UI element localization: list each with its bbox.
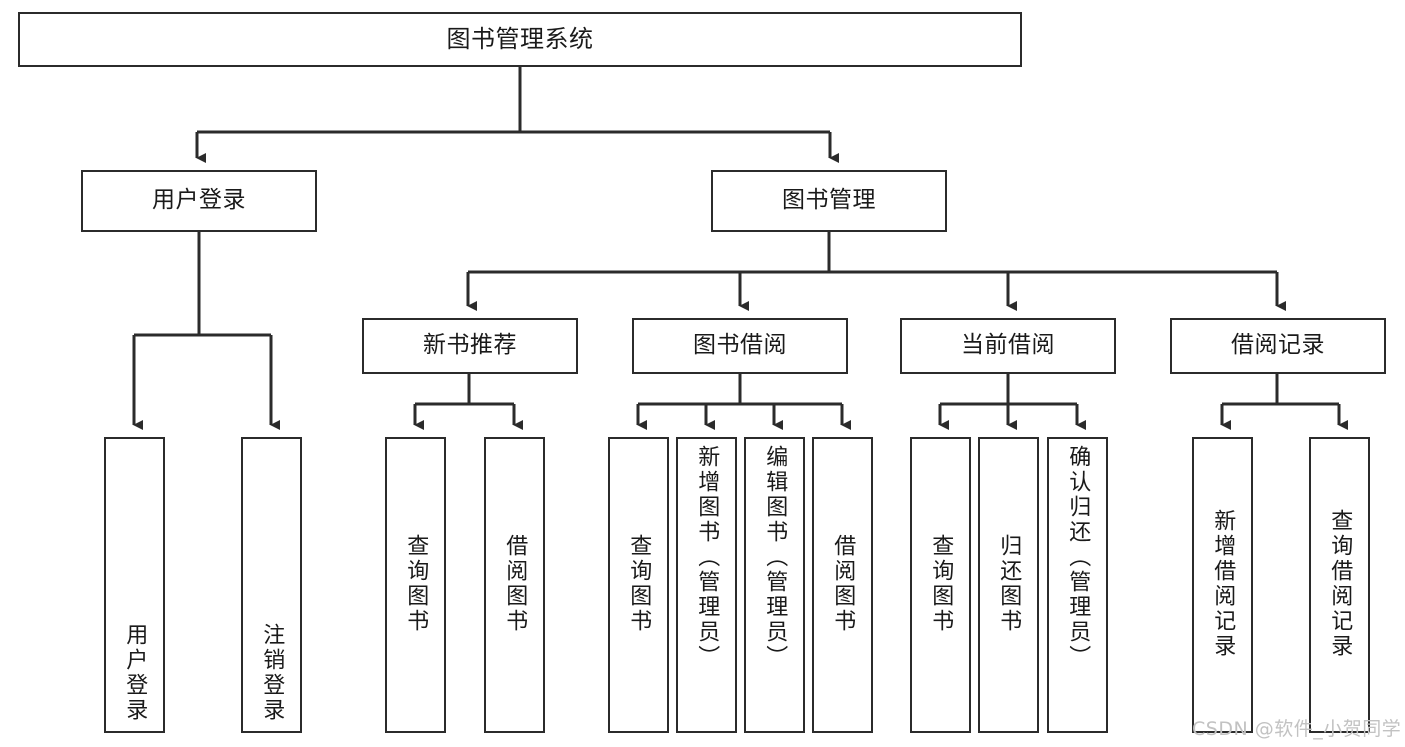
node-new-book-recommend[interactable]: 新书推荐	[362, 318, 578, 374]
csdn-watermark: CSDN @软件_小贺同学	[1192, 718, 1402, 740]
leaf-query-book-borrow[interactable]: 查询图书	[608, 437, 669, 733]
node-current-borrow[interactable]: 当前借阅	[900, 318, 1116, 374]
node-root-library-system[interactable]: 图书管理系统	[18, 12, 1022, 67]
leaf-add-book-admin[interactable]: 新增图书（管理员）	[676, 437, 737, 733]
leaf-query-book-new[interactable]: 查询图书	[385, 437, 446, 733]
node-book-borrow[interactable]: 图书借阅	[632, 318, 848, 374]
leaf-borrow-book-new[interactable]: 借阅图书	[484, 437, 545, 733]
node-user-login[interactable]: 用户登录	[81, 170, 317, 232]
leaf-confirm-return-admin[interactable]: 确认归还（管理员）	[1047, 437, 1108, 733]
leaf-user-login[interactable]: 用户登录	[104, 437, 165, 733]
leaf-edit-book-admin[interactable]: 编辑图书（管理员）	[744, 437, 805, 733]
leaf-borrow-book[interactable]: 借阅图书	[812, 437, 873, 733]
node-borrow-record[interactable]: 借阅记录	[1170, 318, 1386, 374]
node-book-management[interactable]: 图书管理	[711, 170, 947, 232]
leaf-add-borrow-record[interactable]: 新增借阅记录	[1192, 437, 1253, 733]
leaf-logout-login[interactable]: 注销登录	[241, 437, 302, 733]
leaf-query-borrow-record[interactable]: 查询借阅记录	[1309, 437, 1370, 733]
leaf-query-book-current[interactable]: 查询图书	[910, 437, 971, 733]
leaf-return-book[interactable]: 归还图书	[978, 437, 1039, 733]
